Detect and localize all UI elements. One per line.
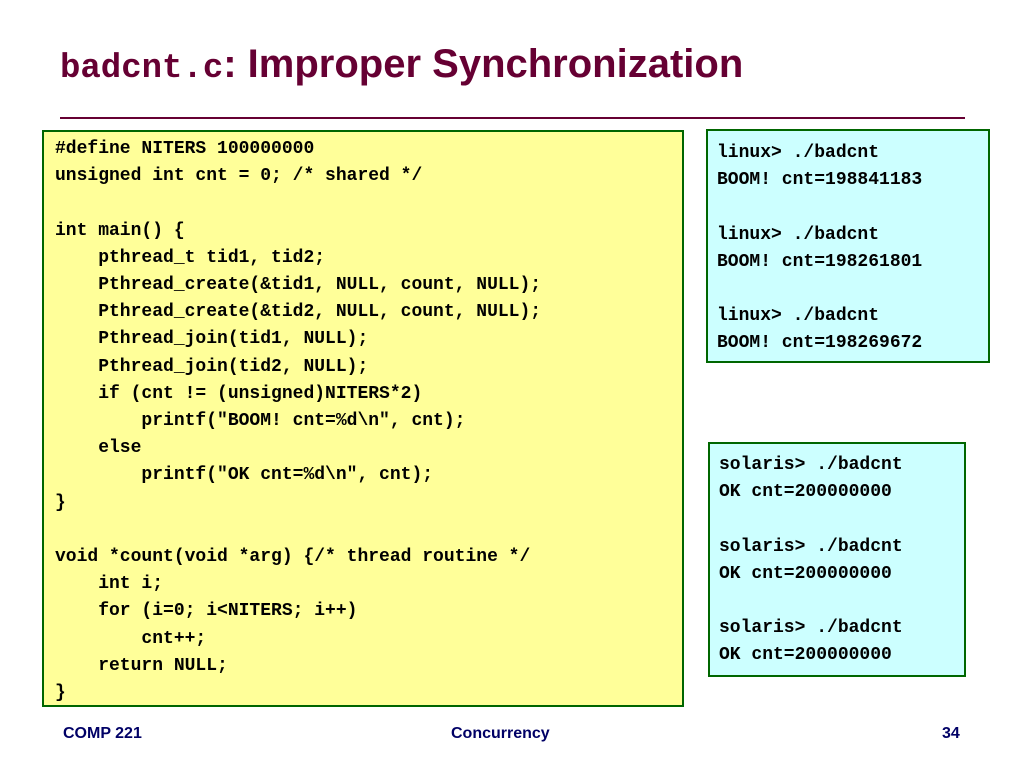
code-line: if (cnt != (unsigned)NITERS*2)	[55, 383, 423, 404]
code-listing-box: #define NITERS 100000000 unsigned int cn…	[42, 130, 684, 707]
code-line: else	[55, 438, 142, 459]
solaris-output-line: OK cnt=200000000	[719, 563, 892, 584]
code-line: void *count(void *arg) {/* thread routin…	[55, 547, 531, 568]
code-line: printf("BOOM! cnt=%d\n", cnt);	[55, 411, 466, 432]
code-line: Pthread_join(tid1, NULL);	[55, 329, 369, 350]
code-line: return NULL;	[55, 655, 228, 676]
code-line: for (i=0; i<NITERS; i++)	[55, 601, 358, 622]
slide-title-code: badcnt.c	[60, 50, 224, 88]
linux-output-line: linux> ./badcnt	[717, 224, 880, 245]
footer-course: COMP 221	[63, 725, 142, 742]
solaris-output-line: solaris> ./badcnt	[719, 618, 903, 639]
solaris-output: solaris> ./badcnt OK cnt=200000000 solar…	[719, 452, 964, 670]
linux-output-line: BOOM! cnt=198841183	[717, 170, 923, 191]
code-line: Pthread_create(&tid1, NULL, count, NULL)…	[55, 275, 542, 296]
code-line: cnt++;	[55, 628, 207, 649]
code-line: unsigned int cnt = 0; /* shared */	[55, 166, 423, 187]
title-divider	[60, 117, 965, 119]
code-listing: #define NITERS 100000000 unsigned int cn…	[55, 136, 682, 707]
linux-output-line: BOOM! cnt=198269672	[717, 333, 923, 354]
footer-topic: Concurrency	[451, 725, 550, 742]
code-line: #define NITERS 100000000	[55, 139, 315, 159]
slide-title-text: : Improper Synchronization	[223, 42, 744, 86]
code-line: pthread_t tid1, tid2;	[55, 247, 326, 268]
code-line: int main() {	[55, 220, 185, 241]
linux-output-line: linux> ./badcnt	[717, 143, 880, 163]
linux-output-line: BOOM! cnt=198261801	[717, 251, 923, 272]
linux-output-box: linux> ./badcnt BOOM! cnt=198841183 linu…	[706, 129, 990, 363]
solaris-output-box: solaris> ./badcnt OK cnt=200000000 solar…	[708, 442, 966, 677]
solaris-output-line: OK cnt=200000000	[719, 645, 892, 666]
code-line: Pthread_create(&tid2, NULL, count, NULL)…	[55, 302, 542, 323]
code-line: }	[55, 492, 66, 513]
linux-output: linux> ./badcnt BOOM! cnt=198841183 linu…	[717, 140, 988, 358]
code-line: Pthread_join(tid2, NULL);	[55, 356, 369, 377]
solaris-output-line: solaris> ./badcnt	[719, 455, 903, 475]
solaris-output-line: OK cnt=200000000	[719, 482, 892, 503]
linux-output-line: linux> ./badcnt	[717, 306, 880, 327]
code-line: printf("OK cnt=%d\n", cnt);	[55, 465, 434, 486]
footer-page-number: 34	[942, 725, 960, 742]
code-line: int i;	[55, 574, 164, 595]
slide-title: badcnt.c: Improper Synchronization	[60, 44, 743, 86]
code-line: }	[55, 683, 66, 704]
solaris-output-line: solaris> ./badcnt	[719, 536, 903, 557]
